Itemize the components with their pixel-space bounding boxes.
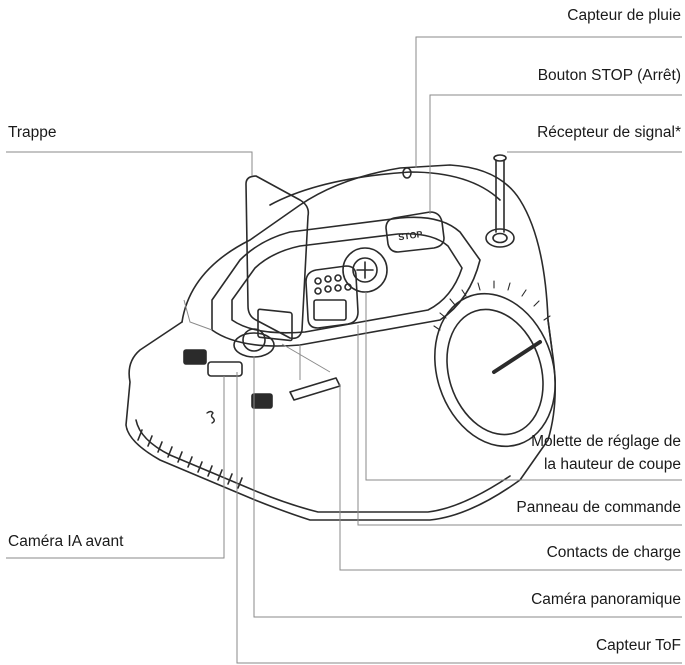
leader-stop-button [429, 94, 682, 214]
leader-hatch [6, 151, 253, 176]
leader-control-panel [357, 325, 682, 526]
panoramic-camera-dome [242, 328, 266, 352]
rear-wheel-outer [434, 292, 556, 448]
top-deck-inner [231, 232, 463, 334]
shell-ridge [269, 171, 501, 206]
height-knob-outer [342, 247, 388, 293]
height-knob-inner [352, 257, 378, 283]
leader-rain-sensor [415, 36, 682, 168]
control-panel-keys [314, 274, 352, 295]
leader-tof-sensor [236, 372, 682, 664]
rear-wheel-inner [446, 308, 544, 436]
signal-antenna [495, 159, 505, 233]
label-charge-contacts: Contacts de charge [546, 544, 681, 561]
side-logo-mark [206, 410, 215, 424]
control-panel-screen [313, 299, 347, 321]
label-height-knob-line2: la hauteur de coupe [543, 456, 681, 473]
leader-charge-contacts [339, 384, 682, 571]
rear-wheel-hub [492, 340, 542, 374]
hatch-window [257, 308, 293, 342]
label-panoramic-camera: Caméra panoramique [531, 591, 681, 608]
top-deck [211, 216, 481, 347]
mower-base [125, 319, 556, 521]
rain-sensor [402, 167, 412, 179]
label-front-ai-camera: Caméra IA avant [8, 533, 124, 550]
label-height-knob-line1: Molette de réglage de [531, 433, 681, 450]
label-rain-sensor: Capteur de pluie [567, 7, 681, 24]
leader-panoramic-camera [253, 356, 682, 618]
pointer-guide-2 [281, 343, 331, 373]
rear-wheel-tread [433, 280, 551, 331]
signal-antenna-base [485, 228, 515, 248]
label-tof-sensor: Capteur ToF [595, 637, 681, 654]
label-stop-button: Bouton STOP (Arrêt) [537, 67, 681, 84]
front-camera-housing [207, 361, 243, 377]
control-panel-frame [305, 265, 359, 329]
leader-front-ai-camera [6, 376, 225, 559]
label-hatch: Trappe [8, 124, 57, 141]
label-signal-receiver: Récepteur de signal* [537, 124, 681, 141]
pointer-guide-1 [183, 299, 213, 331]
leader-height-knob [365, 292, 682, 481]
stop-key-text: STOP [398, 229, 423, 242]
label-control-panel: Panneau de commande [516, 499, 681, 516]
stop-button-frame [385, 211, 445, 253]
front-grille [137, 429, 243, 489]
hatch-lid [245, 175, 310, 340]
height-knob-grip [356, 261, 374, 279]
mower-shell [181, 164, 553, 351]
charge-contacts [289, 377, 341, 401]
mower-base-edge [135, 419, 511, 513]
